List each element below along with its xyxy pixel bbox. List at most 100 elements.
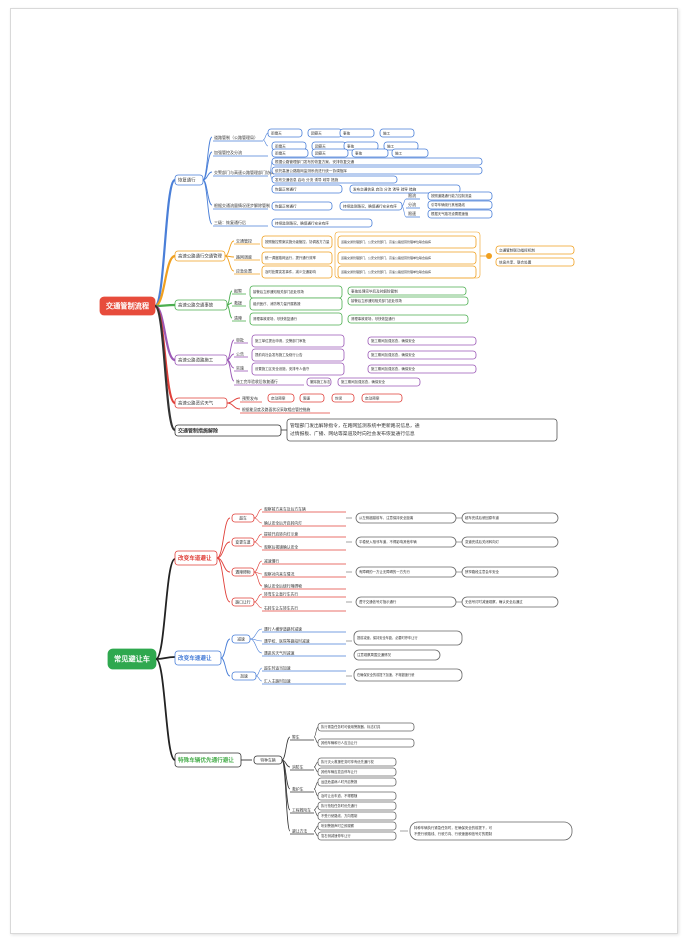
explain-node[interactable]: 从左侧超越前车，注意保持安全距离 — [355, 512, 457, 524]
detail-node[interactable]: 封闭 — [331, 393, 355, 403]
detail-node[interactable]: 道路交通管理部门、公安交管部门、高速公路经营管理单位联合指挥 — [337, 265, 477, 279]
branch-construction[interactable]: 高速公路道路施工 — [174, 354, 228, 366]
detail-node[interactable]: 持续监测路况，确保通行安全有序 — [339, 201, 403, 211]
branch-line-red — [153, 304, 177, 405]
branch-lift-control[interactable]: 交通管制措施解除 — [174, 424, 282, 437]
branch-weather[interactable]: 高速公路恶劣天气 — [174, 397, 228, 409]
detail-node[interactable]: 接警后立即通知相关部门赶赴现场 — [347, 296, 469, 306]
detail-node[interactable]: 撤除施工标志 — [306, 377, 332, 387]
detail-node[interactable]: 启动预案 — [267, 393, 295, 403]
detail-node[interactable]: 道路交通管理部门、公安交管部门、高速公路经营管理单位联合指挥 — [337, 235, 477, 249]
detail-node[interactable]: 按照管控预案实施分级管控，协调各方力量 — [261, 235, 333, 249]
special-vehicle-note[interactable]: 特种车辆执行紧急任务时，在确保安全的前提下，可不受行驶路线、行驶方向、行驶速度和… — [409, 821, 573, 841]
summary-node[interactable]: 交通管制联动指挥机制 — [495, 245, 575, 255]
branch-recovery[interactable]: 恢复通行 — [174, 174, 204, 186]
leaf-node[interactable]: 其他车辆和行人应当让行 — [317, 738, 415, 748]
detail-node[interactable]: 及时处置突发事件，减少交通影响 — [261, 265, 333, 279]
leaf-node[interactable]: 及时让出车道，不得跟随 — [317, 791, 397, 801]
icon-node[interactable]: 雨雪天 — [271, 141, 307, 151]
explain-node[interactable]: 遵守交通信号灯指示通行 — [355, 596, 457, 608]
detail-node[interactable]: 发布交通信息 启动 分流 诱导 疏导 措施 — [271, 175, 398, 184]
detail-node[interactable]: 依托高速公路路网监测系统进行统一协调指挥 — [271, 166, 483, 175]
result-node[interactable]: 狭窄路段注意会车安全 — [461, 566, 559, 578]
leaf-node[interactable]: 不受行驶路线、方向限制 — [317, 811, 397, 821]
detail-node[interactable]: 清理事故现场，尽快恢复通行 — [347, 314, 469, 324]
detail-node-box — [361, 393, 403, 403]
branch-accident[interactable]: 高速公路交通事故 — [174, 299, 228, 311]
branch-expressway-management[interactable]: 高速公路通行交通管理 — [174, 250, 226, 262]
result-node[interactable]: 注意观察周围交通情况 — [353, 649, 441, 661]
detail-node[interactable]: 施工期间加强巡查，确保安全 — [367, 336, 477, 346]
branch-speed-change[interactable]: 改变车速避让 — [174, 650, 222, 666]
group-node[interactable]: 减速 — [231, 634, 251, 644]
leaf-node[interactable]: 执行抢险任务时优先通行 — [317, 801, 397, 811]
root-topic[interactable]: 交通管制流程 — [99, 296, 156, 316]
explain-node[interactable]: 平稳驶入相邻车道，不得影响其他车辆 — [355, 536, 457, 548]
leaf-node[interactable]: 听到警报声时立即观察 — [317, 821, 397, 831]
icon-node[interactable]: 施工 — [379, 128, 415, 138]
detail-node[interactable]: 施工期间加强巡查，确保安全 — [367, 350, 477, 360]
detail-node[interactable]: 施工期间加强巡查，确保安全 — [367, 364, 477, 374]
detail-node[interactable]: 统一调度路网运行，提升通行效率 — [261, 251, 333, 265]
sub-topic-label: 根据能见度及路面状况采取相应管控措施 — [242, 407, 311, 412]
leaf-node[interactable]: 执行紧急任务时可使用警报器、标志灯具 — [317, 722, 415, 732]
branch-line — [216, 557, 231, 603]
status-node[interactable]: 施工 — [391, 148, 429, 158]
result-node[interactable]: 变道完成后关闭转向灯 — [461, 536, 559, 548]
group-node[interactable]: 加速 — [231, 671, 257, 681]
explain-node[interactable]: 有障碍的一方让无障碍的一方先行 — [355, 566, 457, 578]
group-node[interactable]: 遇障碍物 — [231, 567, 255, 577]
detail-node[interactable]: 提前向社会发布施工及绕行公告 — [251, 348, 345, 362]
group-node[interactable]: 变更车道 — [231, 537, 255, 547]
detail-node[interactable]: 限速 — [299, 393, 325, 403]
detail-node[interactable]: 设置施工区安全设施，安排专人值守 — [251, 362, 345, 376]
branch-special-vehicle[interactable]: 特殊车辆优先通行避让 — [174, 752, 242, 768]
tag-note[interactable]: 根据天气路况设置限速值 — [427, 209, 493, 219]
detail-node[interactable]: 道路交通管理部门、公安交管部门、高速公路经营管理单位联合指挥 — [337, 251, 477, 265]
lift-control-detail[interactable]: 管理部门发出解除指令，在路网监测系统中更新路况信息，通过情报板、广播、网站等渠道… — [286, 418, 558, 442]
detail-node[interactable]: 事故处理完毕后及时解除管制 — [347, 286, 467, 296]
branch-lane-change[interactable]: 改变车道避让 — [174, 550, 218, 566]
explain-node-box — [353, 630, 463, 646]
detail-node[interactable]: 恢复正常通行 — [271, 201, 333, 211]
detail-node[interactable]: 持续监测路况，确保通行安全有序 — [271, 218, 373, 228]
icon-node[interactable]: 雨雪天 — [267, 128, 303, 138]
detail-node-box — [251, 334, 345, 348]
detail-node[interactable]: 组织医疗、消防等力量开展救援 — [249, 297, 343, 311]
leaf-node[interactable]: 运送危重病人时开启警报 — [317, 777, 397, 787]
detail-node[interactable]: 接警后立即通知相关部门赶赴现场 — [249, 285, 343, 299]
group-node[interactable]: 路口让行 — [231, 597, 255, 607]
leaf-node[interactable]: 执行灭火救援任务时享有优先通行权 — [317, 757, 397, 767]
icon-node-label: 施工 — [383, 130, 391, 135]
icon-node[interactable]: 团雾天 — [307, 128, 343, 138]
tag-note[interactable]: 引导车辆绕行其他路线 — [427, 200, 493, 210]
explain-node[interactable]: 在确保安全的前提下加速，不得超速行驶 — [353, 668, 463, 682]
result-node[interactable]: 无信号灯时减速观察，确认安全后通过 — [461, 596, 559, 608]
leaf-node[interactable]: 靠右侧减速停车让行 — [317, 831, 397, 841]
tag-note[interactable]: 按照道路通行能力控制流量 — [427, 191, 493, 201]
detail-node[interactable]: 启动预案 — [361, 393, 403, 403]
detail-node[interactable]: 施工期间加强巡查，确保安全 — [337, 377, 421, 387]
status-node[interactable]: 团雾天 — [311, 148, 349, 158]
lift-control-box — [286, 418, 558, 442]
detail-node[interactable]: 清理事故现场，尽快恢复通行 — [249, 312, 343, 326]
status-node[interactable]: 事故 — [351, 148, 389, 158]
status-node[interactable]: 雨雪天 — [271, 148, 309, 158]
icon-node-label: 施工 — [387, 143, 395, 148]
root-topic[interactable]: 常见避让车 — [107, 648, 157, 670]
explain-node[interactable]: 提前减速，保持安全车距，必要时停车让行 — [353, 630, 463, 646]
group-label: 避让方法 — [292, 829, 307, 834]
icon-node[interactable]: 事故 — [339, 128, 375, 138]
branch-line — [226, 402, 241, 410]
leaf-label: 观察后视镜确认安全 — [264, 545, 298, 550]
leaf-node[interactable]: 其他车辆应靠边停车让行 — [317, 767, 397, 777]
branch-line — [216, 517, 231, 559]
detail-node[interactable]: 发布交通信息 启动 分流 诱导 疏导 措施 — [349, 184, 461, 194]
detail-node[interactable]: 根据公路管理部门发布的恢复方案，安排恢复交通 — [271, 157, 483, 166]
summary-node[interactable]: 信息共享、联合处置 — [495, 257, 575, 267]
group-node[interactable]: 超车 — [231, 513, 255, 523]
detail-node[interactable]: 施工单位提出申请，交警部门审批 — [251, 334, 345, 348]
result-node[interactable]: 超车完成后驶回原车道 — [461, 512, 559, 524]
hub-node[interactable]: 特种车辆 — [253, 755, 283, 765]
detail-node[interactable]: 恢复正常通行 — [271, 184, 343, 194]
